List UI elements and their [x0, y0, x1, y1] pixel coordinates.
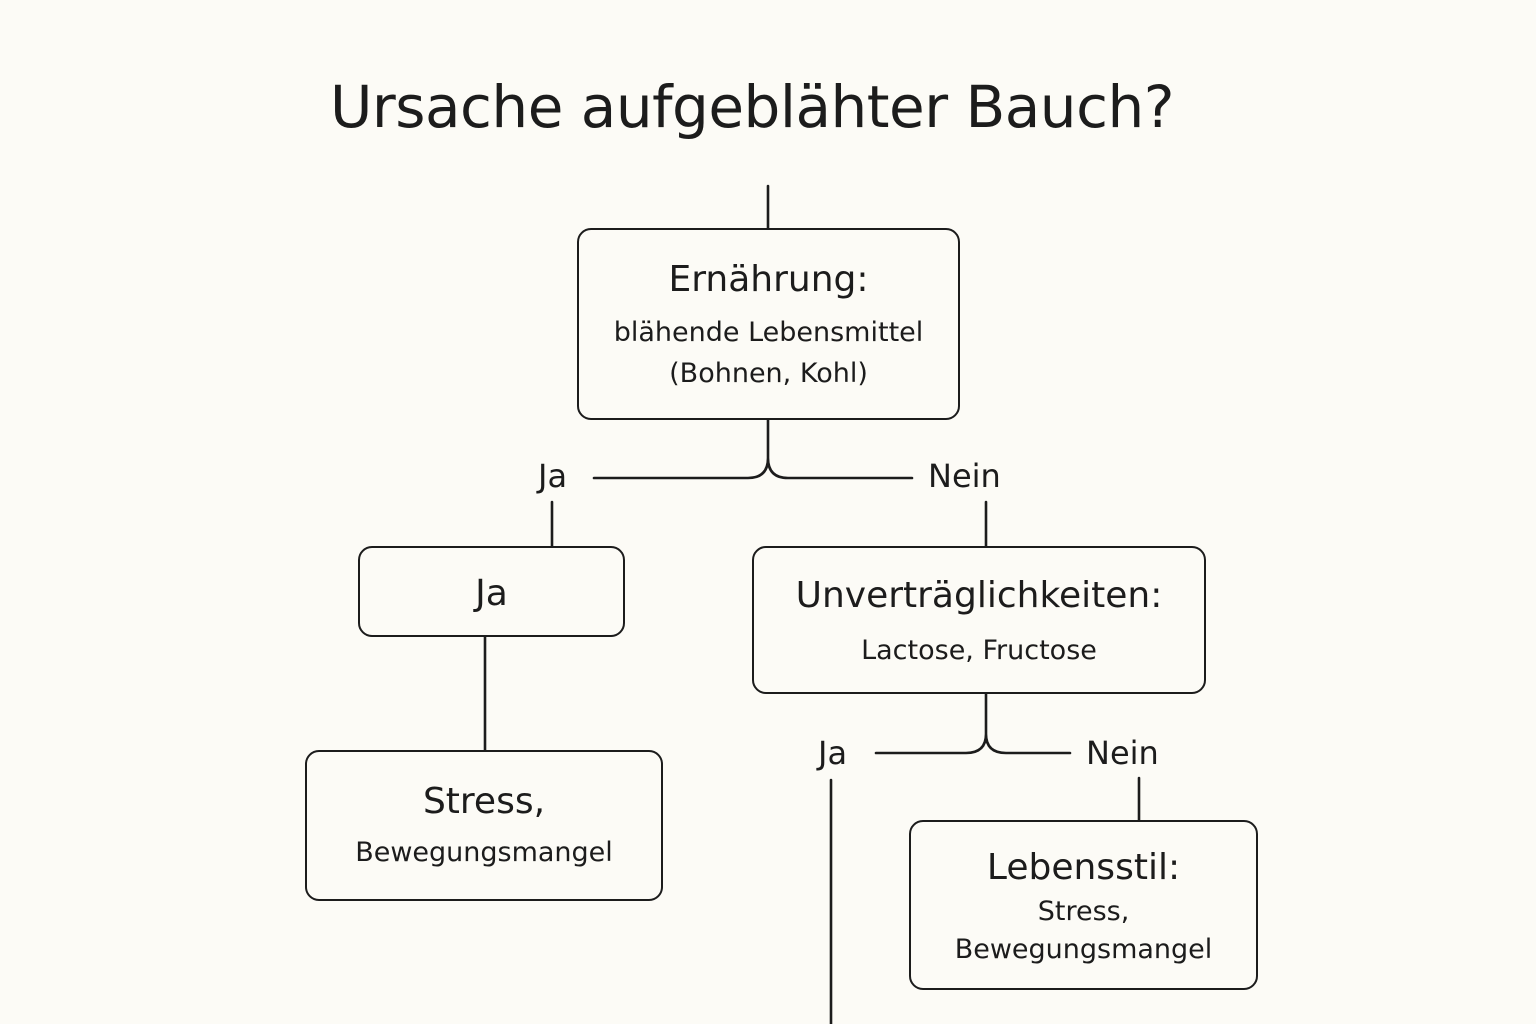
node-unvertraeglichkeiten-heading: Unverträglichkeiten: [795, 575, 1163, 616]
edge-label-ernaehrung-no: Nein [928, 457, 1001, 495]
node-unvertraeglichkeiten: Unverträglichkeiten: Lactose, Fructose [752, 546, 1206, 694]
node-ernaehrung-line2: (Bohnen, Kohl) [669, 357, 868, 389]
node-ja: Ja [358, 546, 625, 637]
node-lebensstil-heading: Lebensstil: [986, 847, 1181, 888]
diagram-title: Ursache aufgeblähter Bauch? [329, 73, 1175, 141]
node-ja-heading: Ja [475, 573, 508, 614]
branch-connector-ernaehrung [592, 418, 914, 480]
edge-label-ernaehrung-yes: Ja [538, 457, 568, 495]
node-lebensstil-line2: Bewegungsmangel [954, 933, 1213, 965]
edge-label-unvertraeglichkeiten-yes: Ja [818, 734, 848, 772]
node-unvertraeglichkeiten-line1: Lactose, Fructose [861, 635, 1097, 667]
edge-label-unvertraeglichkeiten-no: Nein [1086, 734, 1159, 772]
node-lebensstil-line1: Stress, [1037, 896, 1130, 928]
node-ernaehrung-heading: Ernährung: [668, 259, 869, 300]
node-stress-heading: Stress, [422, 781, 546, 822]
node-stress-line1: Bewegungsmangel [355, 837, 613, 869]
node-lebensstil: Lebensstil: Stress, Bewegungsmangel [909, 820, 1258, 990]
node-ernaehrung-line1: blähende Lebensmittel [613, 317, 924, 349]
node-ernaehrung: Ernährung: blähende Lebensmittel (Bohnen… [577, 228, 960, 420]
branch-connector-unvertraeglichkeiten [874, 692, 1072, 755]
node-stress: Stress, Bewegungsmangel [305, 750, 663, 901]
